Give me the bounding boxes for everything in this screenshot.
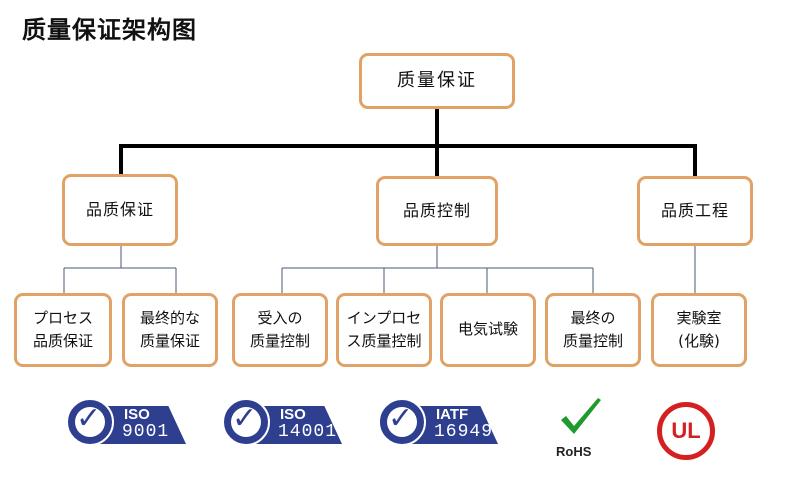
leaf-node-process-qa: プロセス 品质保证	[14, 293, 112, 367]
root-node: 质量保证	[359, 53, 515, 109]
rohs-check-icon	[561, 398, 601, 434]
root-connectors	[119, 108, 697, 176]
leaf-node-electrical-test: 电気试験	[440, 293, 536, 367]
group-node-quality-engineering: 品质工程	[637, 176, 753, 246]
rohs-label: RoHS	[556, 444, 592, 459]
ul-logo: UL	[657, 402, 715, 460]
leaf-node-inprocess-qc: インプロセ ス质量控制	[336, 293, 432, 367]
leaf-node-final-qa: 最终的な 质量保证	[122, 293, 218, 367]
group-node-quality-assurance: 品质保证	[62, 174, 178, 246]
leaf-node-laboratory: 実験室 (化験)	[651, 293, 747, 367]
page-title: 质量保证架构图	[22, 16, 197, 44]
group-node-quality-control: 品质控制	[376, 176, 498, 246]
iso-14001-badge: ✓ ISO 14001	[222, 398, 344, 448]
leaf-connectors	[63, 246, 696, 295]
leaf-node-incoming-qc: 受入の 质量控制	[232, 293, 328, 367]
iatf-16949-badge: ✓ IATF 16949	[378, 398, 500, 448]
iso-9001-badge: ✓ ISO 9001	[66, 398, 188, 448]
leaf-node-final-qc: 最终の 质量控制	[545, 293, 641, 367]
